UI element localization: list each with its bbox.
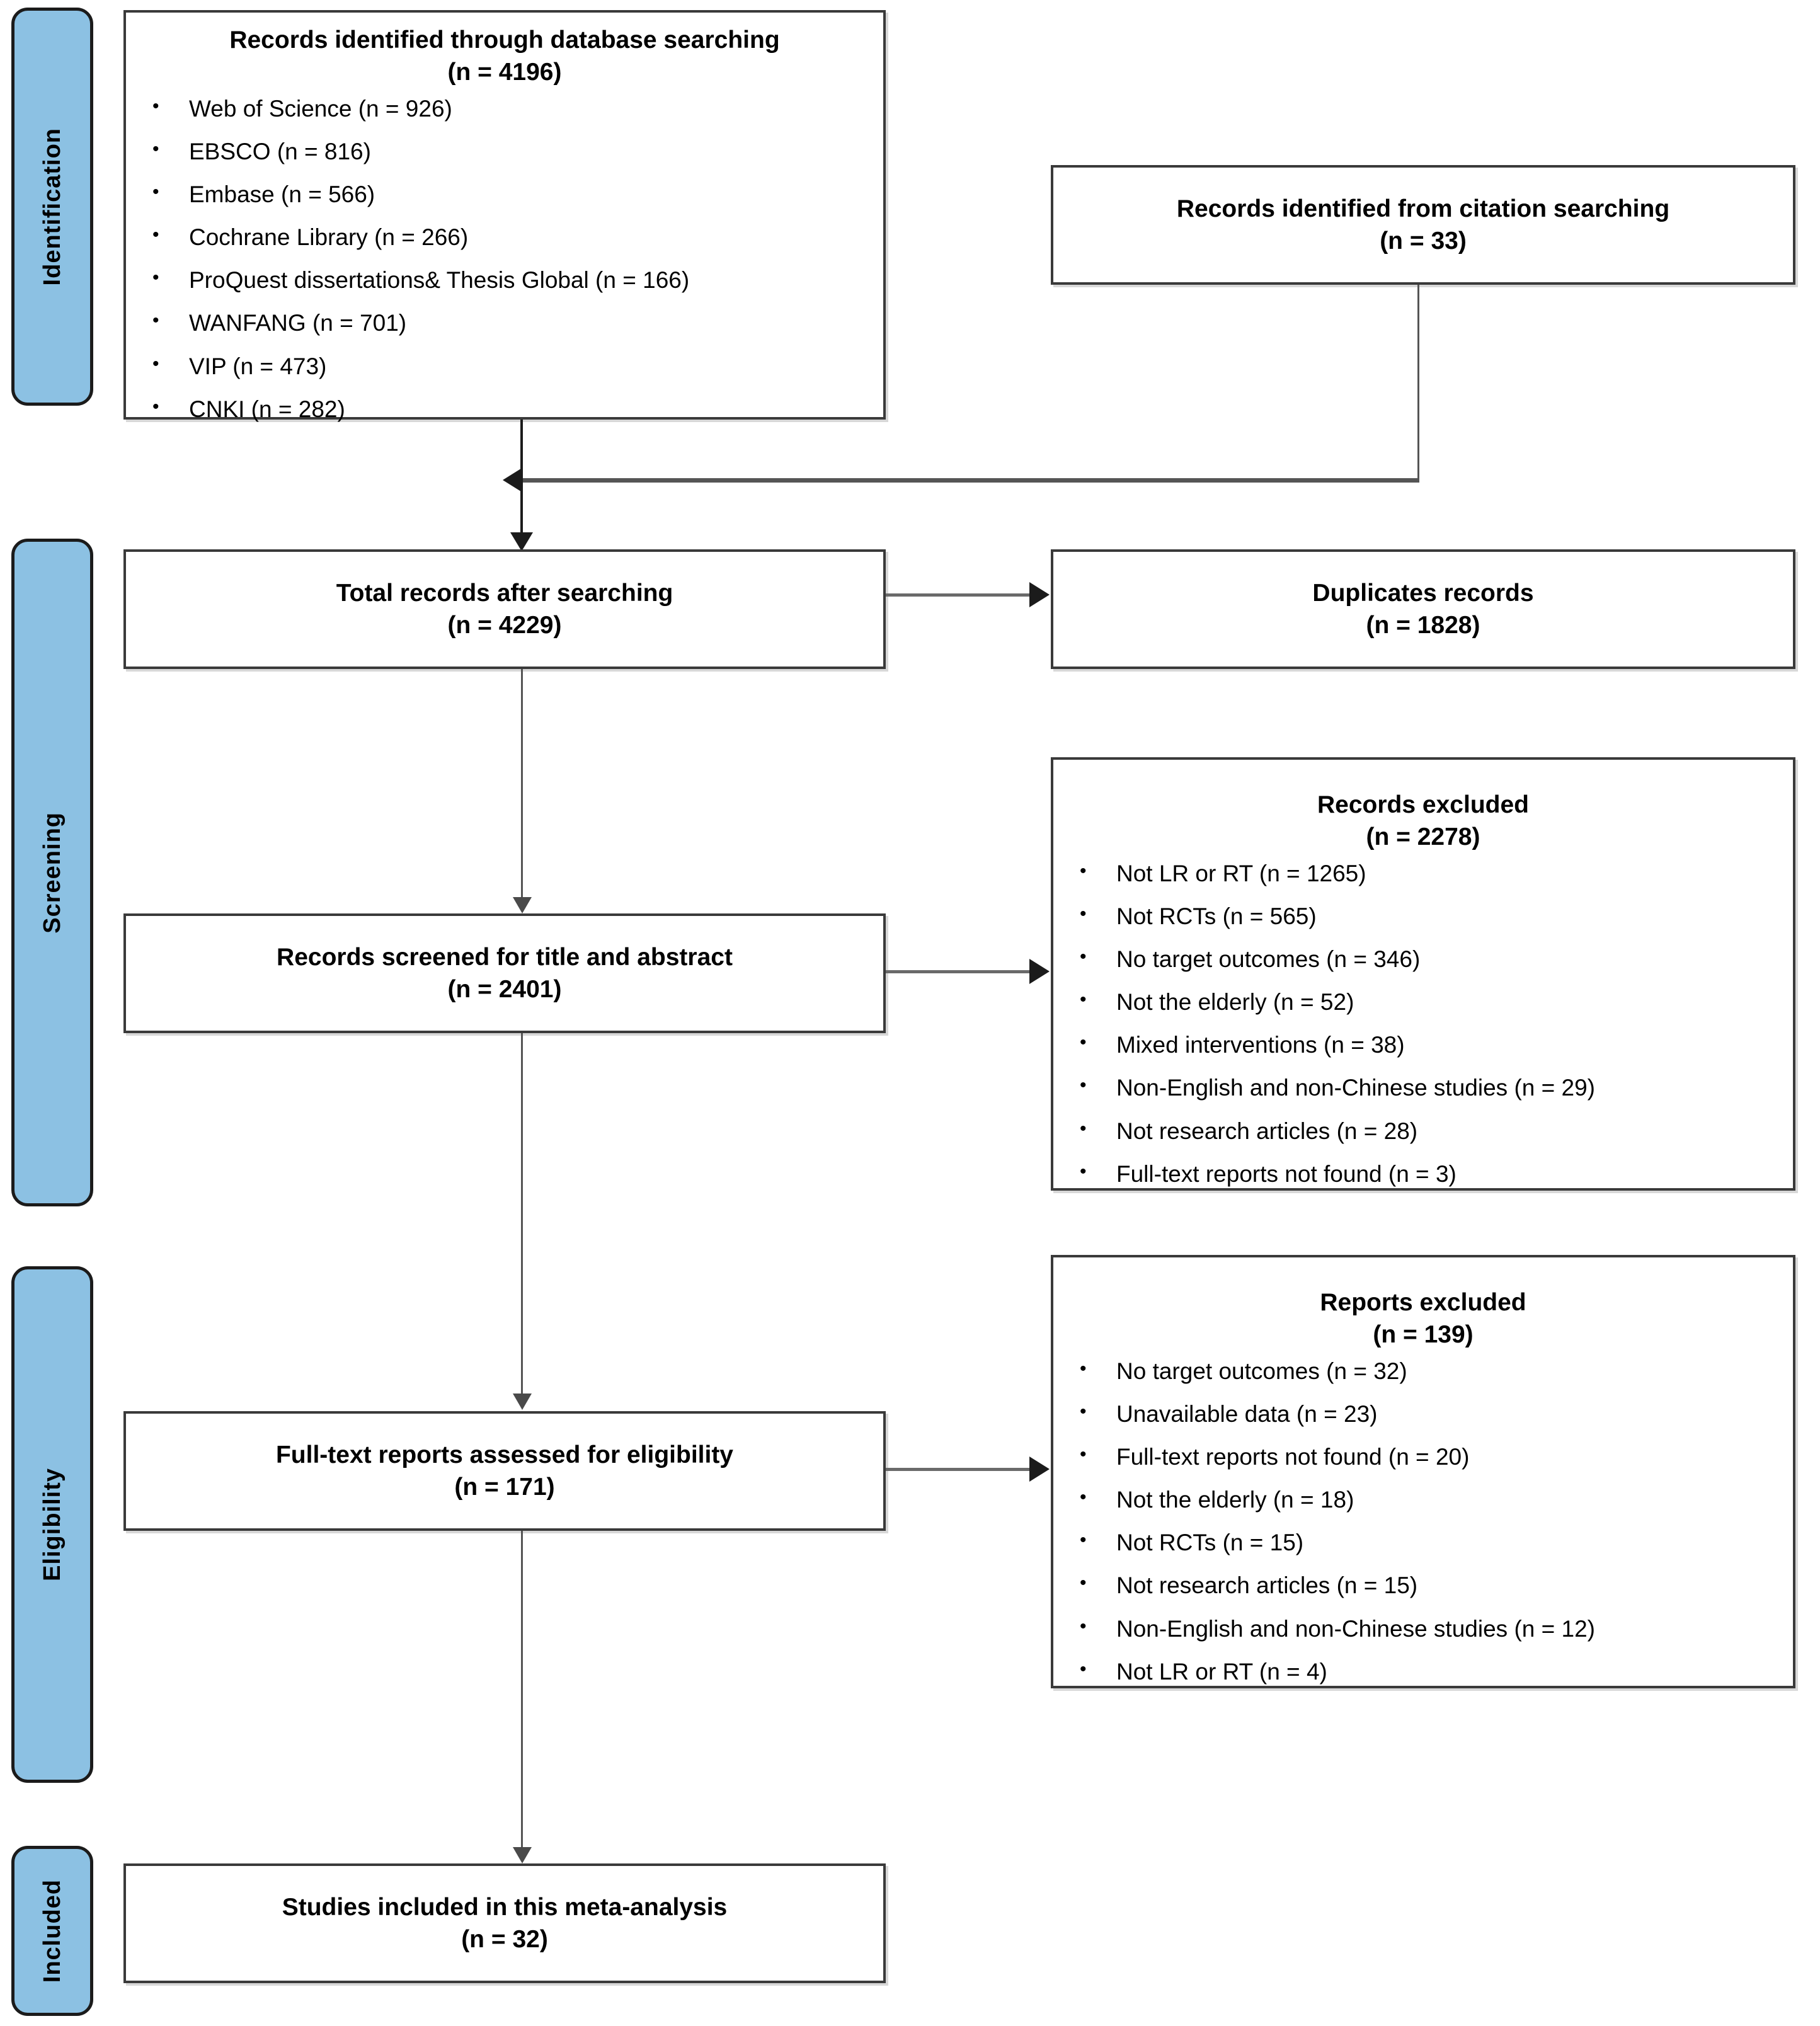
box-fulltext-assessed: Full-text reports assessed for eligibili… [123, 1411, 886, 1531]
list-item: Not LR or RT (n = 1265) [1070, 857, 1777, 889]
box-total-records: Total records after searching (n = 4229) [123, 549, 886, 669]
connector-screened-to-excluded [886, 970, 1031, 973]
box-citation-search: Records identified from citation searchi… [1051, 165, 1795, 285]
studies-included-count: (n = 32) [461, 1926, 548, 1953]
connector-fulltext-to-excluded [886, 1468, 1031, 1471]
arrow-screened-to-fulltext [513, 1394, 532, 1410]
arrow-db-to-total [510, 532, 533, 551]
connector-total-to-screened [521, 669, 523, 908]
list-item: No target outcomes (n = 32) [1070, 1355, 1777, 1387]
list-item: Cochrane Library (n = 266) [142, 221, 867, 253]
stage-pill-included: Included [11, 1846, 93, 2016]
list-item: WANFANG (n = 701) [142, 307, 867, 338]
connector-fulltext-to-included [521, 1531, 523, 1858]
total-records-title: Total records after searching [336, 579, 673, 607]
connector-citation-arrowhead [503, 467, 523, 493]
list-item: EBSCO (n = 816) [142, 135, 867, 167]
stage-pill-screening: Screening [11, 539, 93, 1206]
list-item: Not the elderly (n = 18) [1070, 1484, 1777, 1515]
box-duplicates: Duplicates records (n = 1828) [1051, 549, 1795, 669]
stage-label-eligibility: Eligibility [38, 1468, 66, 1581]
connector-screened-to-fulltext [521, 1033, 523, 1405]
records-excluded-count: (n = 2278) [1366, 823, 1480, 851]
database-search-list: Web of Science (n = 926) EBSCO (n = 816)… [142, 93, 867, 425]
database-search-title: Records identified through database sear… [229, 26, 780, 54]
list-item: Full-text reports not found (n = 20) [1070, 1441, 1777, 1472]
connector-db-to-total [520, 420, 523, 544]
list-item: Not RCTs (n = 15) [1070, 1526, 1777, 1558]
list-item: Not research articles (n = 28) [1070, 1114, 1777, 1147]
list-item: ProQuest dissertations& Thesis Global (n… [142, 264, 867, 295]
duplicates-count: (n = 1828) [1366, 612, 1480, 639]
citation-search-count: (n = 33) [1380, 227, 1467, 255]
reports-excluded-list: No target outcomes (n = 32) Unavailable … [1070, 1355, 1777, 1687]
list-item: Not the elderly (n = 52) [1070, 986, 1777, 1017]
reports-excluded-count: (n = 139) [1373, 1321, 1474, 1349]
duplicates-title: Duplicates records [1312, 579, 1534, 607]
list-item: Full-text reports not found (n = 3) [1070, 1158, 1777, 1189]
list-item: Unavailable data (n = 23) [1070, 1398, 1777, 1429]
arrow-total-to-screened [513, 897, 532, 913]
box-records-screened: Records screened for title and abstract … [123, 913, 886, 1033]
list-item: VIP (n = 473) [142, 350, 867, 382]
list-item: Non-English and non-Chinese studies (n =… [1070, 1072, 1777, 1103]
list-item: Web of Science (n = 926) [142, 93, 867, 124]
arrow-screened-to-excluded [1029, 959, 1050, 984]
list-item: Mixed interventions (n = 38) [1070, 1029, 1777, 1060]
connector-citation-vertical [1417, 285, 1419, 480]
stage-label-screening: Screening [38, 811, 66, 934]
records-excluded-title: Records excluded [1317, 791, 1529, 818]
citation-search-title: Records identified from citation searchi… [1176, 195, 1670, 222]
fulltext-assessed-count: (n = 171) [454, 1474, 555, 1501]
box-records-excluded: Records excluded (n = 2278) Not LR or RT… [1051, 757, 1795, 1191]
records-screened-title: Records screened for title and abstract [277, 943, 733, 971]
fulltext-assessed-title: Full-text reports assessed for eligibili… [275, 1441, 734, 1468]
total-records-count: (n = 4229) [447, 612, 562, 639]
arrow-total-to-duplicates [1029, 582, 1050, 607]
list-item: No target outcomes (n = 346) [1070, 943, 1777, 975]
list-item: Not LR or RT (n = 4) [1070, 1656, 1777, 1687]
records-excluded-list: Not LR or RT (n = 1265) Not RCTs (n = 56… [1070, 857, 1777, 1189]
database-search-count: (n = 4196) [447, 59, 562, 86]
connector-total-to-duplicates [886, 593, 1031, 597]
records-screened-count: (n = 2401) [447, 976, 562, 1003]
box-studies-included: Studies included in this meta-analysis (… [123, 1863, 886, 1983]
arrow-fulltext-to-included [513, 1847, 532, 1863]
connector-citation-horizontal [523, 478, 1419, 483]
reports-excluded-title: Reports excluded [1320, 1289, 1526, 1316]
list-item: Not research articles (n = 15) [1070, 1569, 1777, 1601]
list-item: Not RCTs (n = 565) [1070, 900, 1777, 932]
stage-label-identification: Identification [38, 127, 66, 286]
list-item: Embase (n = 566) [142, 178, 867, 210]
stage-pill-identification: Identification [11, 8, 93, 406]
studies-included-title: Studies included in this meta-analysis [282, 1893, 728, 1921]
box-reports-excluded: Reports excluded (n = 139) No target out… [1051, 1255, 1795, 1688]
list-item: CNKI (n = 282) [142, 393, 867, 425]
box-database-search: Records identified through database sear… [123, 10, 886, 422]
stage-label-included: Included [38, 1879, 66, 1983]
arrow-fulltext-to-excluded [1029, 1457, 1050, 1482]
stage-pill-eligibility: Eligibility [11, 1266, 93, 1783]
list-item: Non-English and non-Chinese studies (n =… [1070, 1612, 1777, 1644]
